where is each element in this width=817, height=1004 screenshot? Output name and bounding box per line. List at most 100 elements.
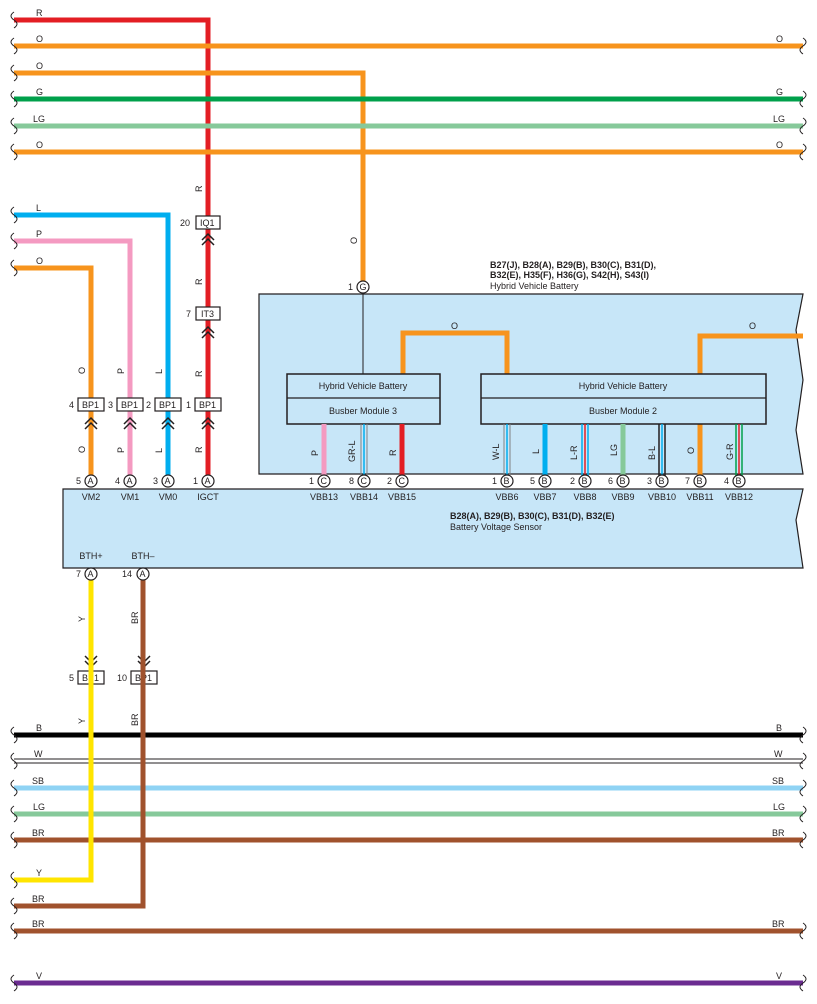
pin-number: 2 xyxy=(387,476,392,486)
vbb6-wire: W-L xyxy=(491,444,501,460)
conn-bp1-igct-pin: 1 xyxy=(186,400,191,410)
bus-bottom-label-sb: SB xyxy=(32,776,44,786)
pin-letter: B xyxy=(542,476,548,486)
conn-bp1-vm1-name: BP1 xyxy=(121,400,138,410)
bus-bottom-rlabel-sb: SB xyxy=(772,776,784,786)
label-vm0-low: L xyxy=(154,448,164,453)
pin-name: VM2 xyxy=(82,492,101,502)
battery-codes-2: B32(E), H35(F), H36(G), S42(H), S43(I) xyxy=(490,270,649,280)
pin-name: VBB14 xyxy=(350,492,378,502)
module3-title: Hybrid Vehicle Battery xyxy=(319,381,408,391)
battery-right-o xyxy=(697,333,803,480)
label-bthm-up: BR xyxy=(130,611,140,624)
label-vm2-low: O xyxy=(77,446,87,453)
pin-vbb12: B 4 VBB12 xyxy=(724,474,753,502)
label-orange-drop: O xyxy=(349,237,359,244)
sensor-bottom-pins: BTH+ A 7 BTH– A 14 xyxy=(76,551,155,581)
bus-bottom-label-br2: BR xyxy=(32,894,45,904)
vertical-wire-labels: R R R R O O O P P L L Y Y BR BR xyxy=(77,185,359,726)
module2-title: Hybrid Vehicle Battery xyxy=(579,381,668,391)
bus-top-rlabel-4: G xyxy=(776,87,783,97)
wire-br-bthm xyxy=(14,574,146,909)
pin-number: 1 xyxy=(492,476,497,486)
pin-vm2: A 5 VM2 xyxy=(76,474,101,502)
label-vm1-low: P xyxy=(116,447,126,453)
pin-bth-minus: BTH– A 14 xyxy=(122,551,155,581)
pin-vbb15: C 2 VBB15 xyxy=(387,474,416,502)
pin-letter: A xyxy=(165,476,171,486)
bus-bottom-label-y: Y xyxy=(36,868,42,878)
bus-top-rlabel-2: O xyxy=(776,34,783,44)
sensor-block: B28(A), B29(B), B30(C), B31(D), B32(E) B… xyxy=(62,488,804,569)
pin-number: 1 xyxy=(193,476,198,486)
pin-letter: B xyxy=(736,476,742,486)
bus-top-label-1: R xyxy=(36,8,43,18)
battery-jumper-label: O xyxy=(451,321,458,331)
pin-letter: C xyxy=(361,476,368,486)
pin-letter: A xyxy=(88,476,94,486)
label-bthm-low: BR xyxy=(130,713,140,726)
vbb10-wire: B-L xyxy=(647,446,657,460)
pin-number: 4 xyxy=(115,476,120,486)
mid-left-wires: L P O xyxy=(10,203,171,480)
pin-name: VM0 xyxy=(159,492,178,502)
pin-name: BTH+ xyxy=(79,551,102,561)
battery-codes-1: B27(J), B28(A), B29(B), B30(C), B31(D), xyxy=(490,260,656,270)
vbb14-wire: GR-L xyxy=(347,440,357,462)
module3-name: Busber Module 3 xyxy=(329,406,397,416)
pin-letter: B xyxy=(697,476,703,486)
bus-bottom-label-br1: BR xyxy=(32,828,45,838)
label-red-top: R xyxy=(194,185,204,192)
pin-name: VBB13 xyxy=(310,492,338,502)
bus-bottom-label-lg: LG xyxy=(33,802,45,812)
conn-bp1-vm2-name: BP1 xyxy=(82,400,99,410)
wire-p xyxy=(14,238,133,480)
label-bthp-low: Y xyxy=(77,718,87,724)
sensor-name: Battery Voltage Sensor xyxy=(450,522,542,532)
pin-bth-plus: BTH+ A 7 xyxy=(76,551,103,581)
bus-bottom-label-v: V xyxy=(36,971,42,981)
pin-number: 5 xyxy=(76,476,81,486)
vbb11-wire: O xyxy=(686,447,696,454)
pin-name: VBB12 xyxy=(725,492,753,502)
pin-letter: A xyxy=(127,476,133,486)
mid-label-p: P xyxy=(36,229,42,239)
vbb15-wire: R xyxy=(388,449,398,456)
pin-vbb6: B 1 VBB6 xyxy=(492,474,519,502)
pin-igct: A 1 IGCT xyxy=(193,474,219,502)
pin-letter: B xyxy=(504,476,510,486)
pin-name: VBB10 xyxy=(648,492,676,502)
label-red-igct: R xyxy=(194,446,204,453)
conn-iq1-pin: 20 xyxy=(180,218,190,228)
bus-bottom-rlabel-w: W xyxy=(774,749,783,759)
bus-bottom-rlabel-br3: BR xyxy=(772,919,785,929)
wire-l xyxy=(14,212,171,480)
conn-bp1-igct-name: BP1 xyxy=(199,400,216,410)
pin-letter: B xyxy=(620,476,626,486)
pin-name: VM1 xyxy=(121,492,140,502)
conn-bp1-vm2-pin: 4 xyxy=(69,400,74,410)
conn-bp1-vm1-pin: 3 xyxy=(108,400,113,410)
bus-top-label-2: O xyxy=(36,34,43,44)
pin-number: 3 xyxy=(153,476,158,486)
pin-vbb14: C 8 VBB14 xyxy=(349,474,378,502)
conn-it3-pin: 7 xyxy=(186,309,191,319)
bus-top-rlabel-5: LG xyxy=(773,114,785,124)
vbb13-wire: P xyxy=(310,450,320,456)
bus-top-label-5: LG xyxy=(33,114,45,124)
bus-bottom-label-b: B xyxy=(36,723,42,733)
mid-label-l: L xyxy=(36,203,41,213)
pin-letter: A xyxy=(88,569,94,579)
conn-it3-name: IT3 xyxy=(201,309,214,319)
pin-name: VBB8 xyxy=(573,492,596,502)
pin-number: 8 xyxy=(349,476,354,486)
conn-bp1-vm0-pin: 2 xyxy=(146,400,151,410)
vbb8-wire: L-R xyxy=(569,445,579,460)
bus-top-label-3: O xyxy=(36,61,43,71)
pin-letter: A xyxy=(205,476,211,486)
pin-number: 6 xyxy=(608,476,613,486)
sensor-codes: B28(A), B29(B), B30(C), B31(D), B32(E) xyxy=(450,511,615,521)
conn-bp1-bthp-pin: 5 xyxy=(69,673,74,683)
pin-vbb11: B 7 VBB11 xyxy=(685,474,714,502)
